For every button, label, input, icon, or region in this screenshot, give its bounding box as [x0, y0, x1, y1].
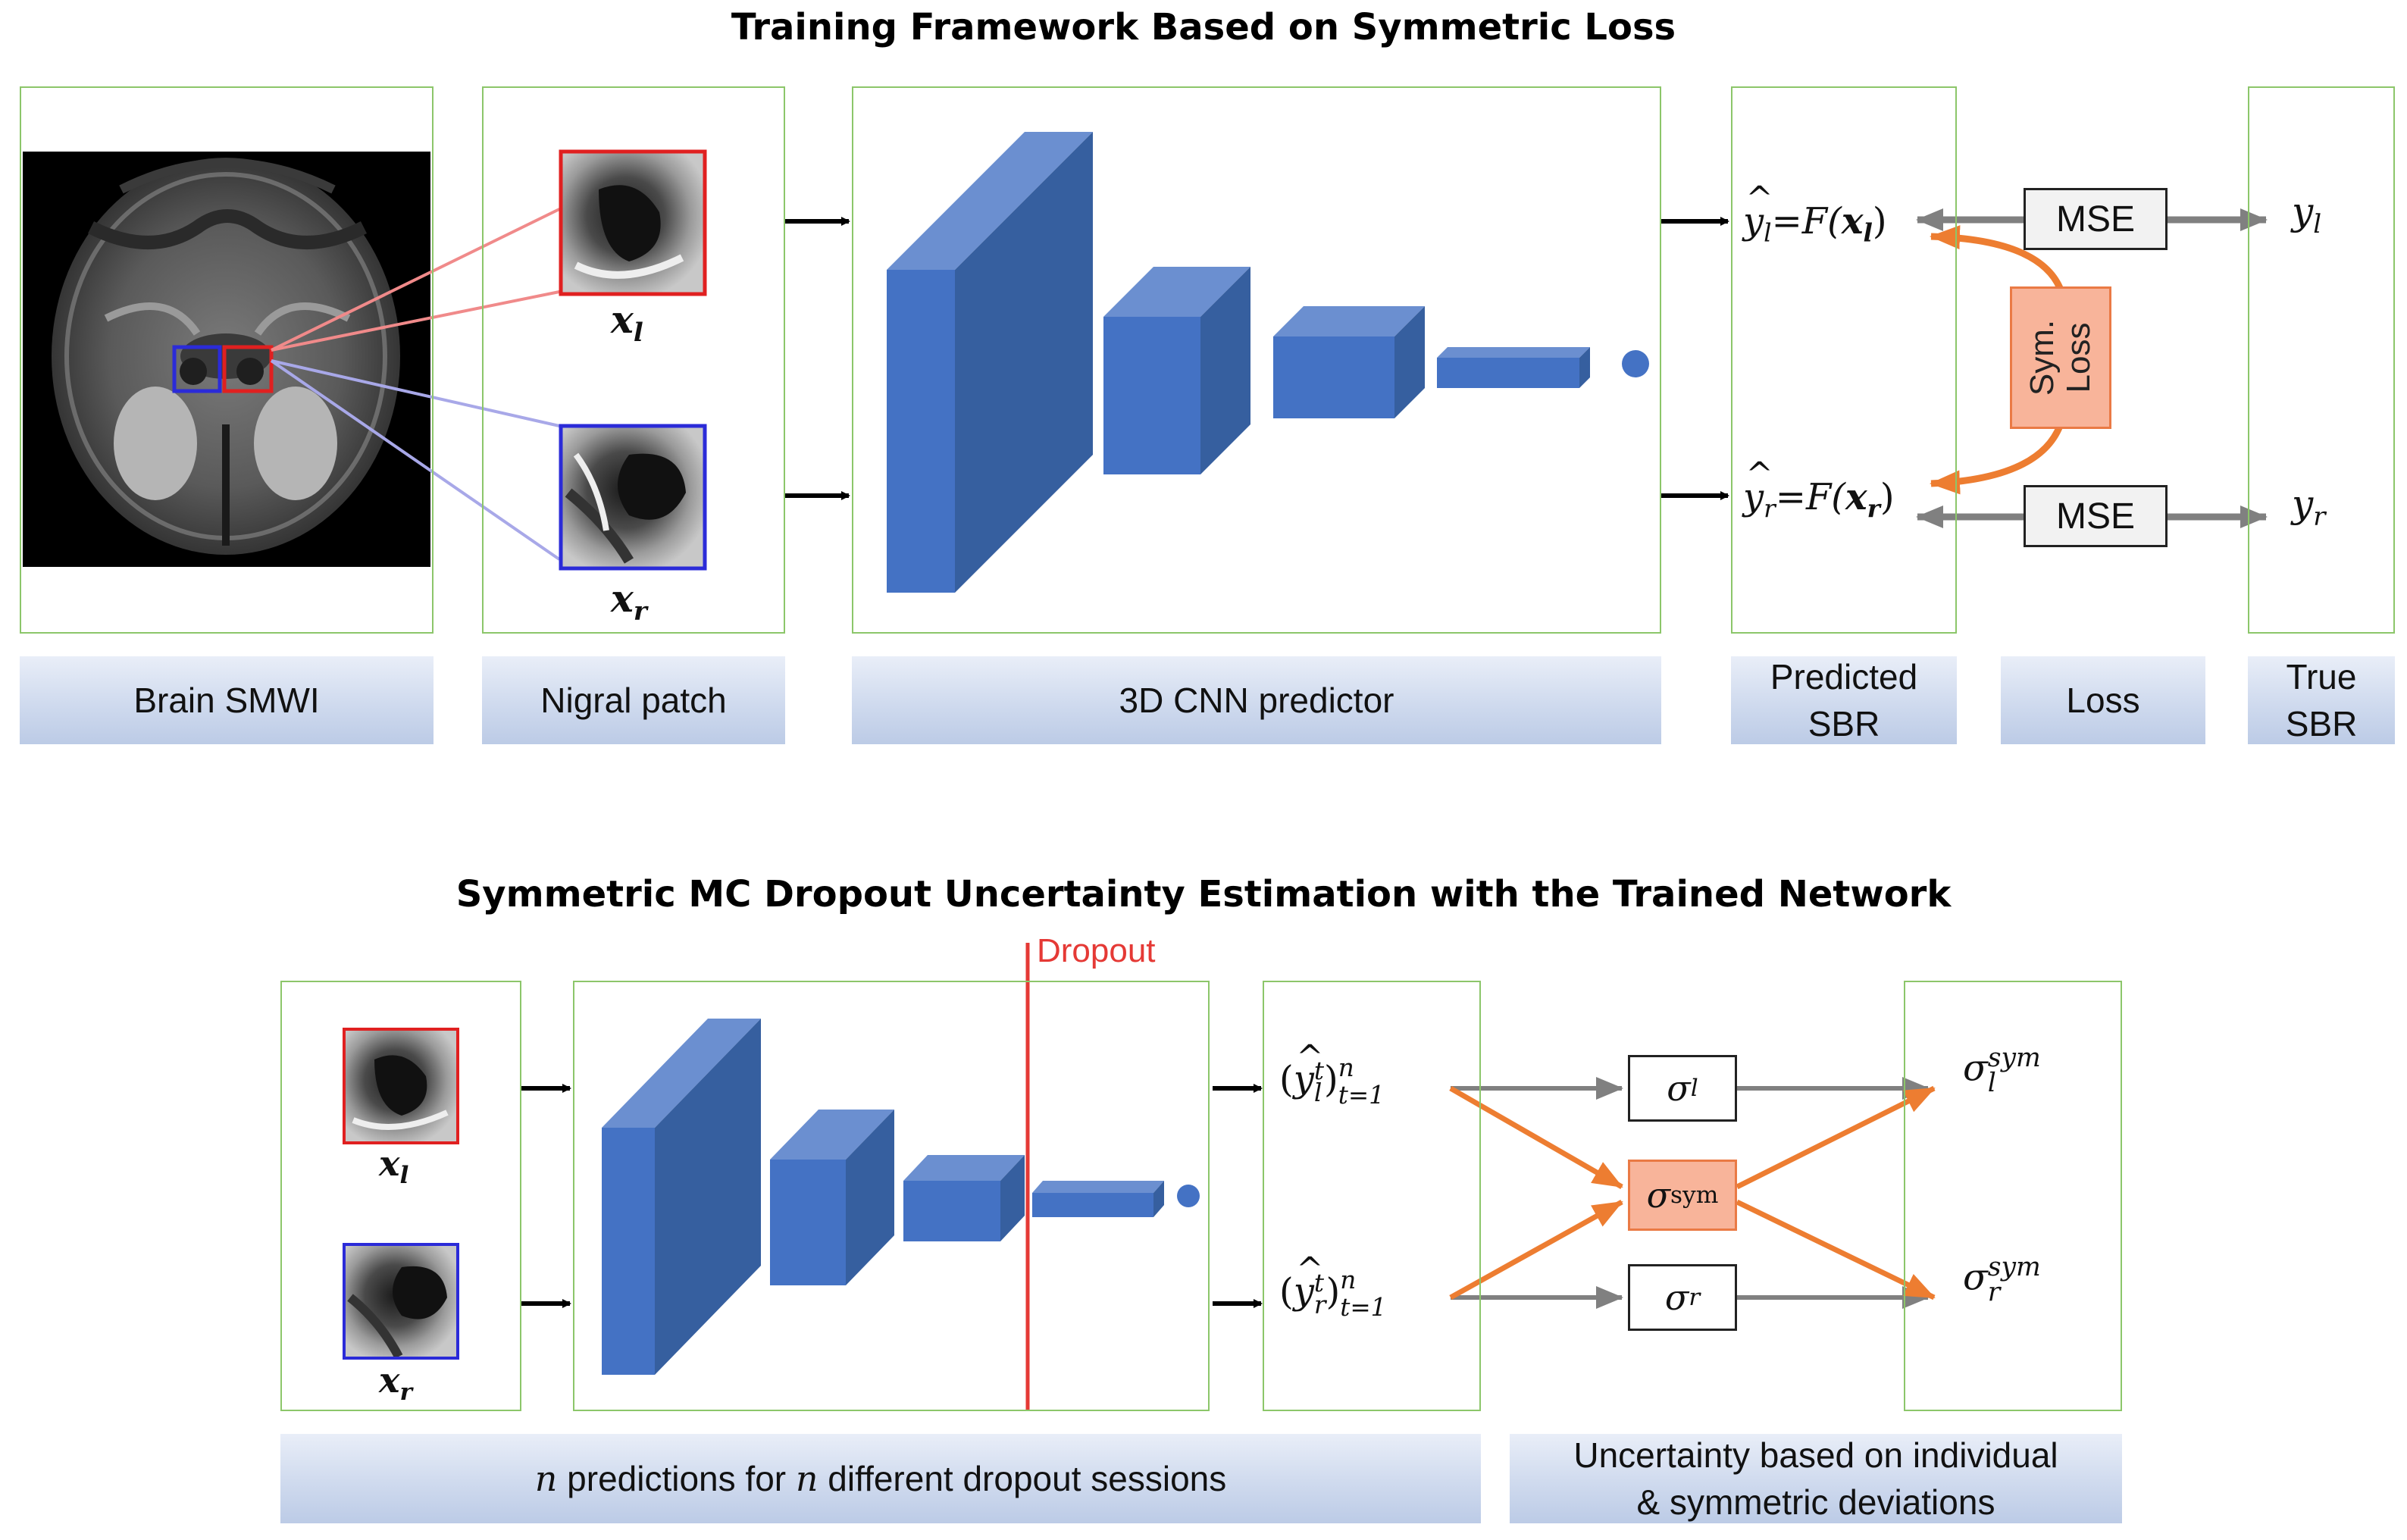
pred-right-formula: yr=F(xr) [1743, 455, 1895, 523]
sym-loss-box: Sym.Loss [2010, 286, 2111, 429]
patch-left-label-bottom: xl [379, 1143, 409, 1189]
patch-right-label-bottom: xr [379, 1360, 412, 1406]
sym-loss-line2: Loss [2060, 322, 2097, 393]
bottom-predictions-panel [1263, 981, 1481, 1411]
nigral-panel [482, 86, 785, 634]
patch-left-label-top: xl [611, 297, 643, 348]
top-title: Training Framework Based on Symmetric Lo… [731, 6, 1676, 49]
brain-panel [20, 86, 434, 634]
bottom-cnn-panel [573, 981, 1210, 1411]
sequence-left: (ytl)nt=1 [1279, 1038, 1385, 1110]
label-nigral-patch: Nigral patch [482, 656, 785, 744]
label-cnn-predictor: 3D CNN predictor [852, 656, 1661, 744]
label-brain-smwi: Brain SMWI [20, 656, 434, 744]
true-left-label: yl [2292, 189, 2322, 239]
mse-bottom-box: MSE [2024, 485, 2168, 547]
cnn-bottom-block-2 [770, 1110, 894, 1285]
bottom-uncertainty-panel [1904, 981, 2122, 1411]
dropout-label: Dropout [1037, 932, 1156, 969]
cnn-panel [852, 86, 1661, 634]
label-uncertainty: Uncertainty based on individual & symmet… [1510, 1434, 2122, 1523]
label-predicted-sbr: Predicted SBR [1731, 656, 1957, 744]
mse-top-box: MSE [2024, 188, 2168, 250]
patch-right-bottom-image [343, 1243, 459, 1360]
label-true-line2: SBR [2285, 704, 2358, 743]
cnn-top-block-4 [1437, 347, 1590, 388]
label-loss: Loss [2001, 656, 2205, 744]
cnn-top-block-2 [1103, 267, 1250, 474]
bottom-patch-panel [280, 981, 521, 1411]
brain-scan-image [23, 152, 430, 567]
patch-left-top-image [559, 149, 707, 296]
label-predicted-line1: Predicted [1770, 657, 1918, 696]
label-uncertainty-line2: & symmetric deviations [1636, 1482, 1995, 1522]
cnn-bottom-block-3 [903, 1155, 1025, 1241]
sym-loss-line1: Sym. [2024, 319, 2061, 396]
label-predictions: n predictions for n different dropout se… [280, 1434, 1481, 1523]
label-true-sbr: True SBR [2248, 656, 2395, 744]
cnn-bottom-block-1 [602, 1019, 761, 1375]
cnn-top-output-node [1622, 350, 1649, 377]
cnn-top-block-1 [887, 132, 1093, 593]
sequence-right: (ytr)nt=1 [1279, 1250, 1386, 1322]
cnn-bottom-block-4 [1032, 1181, 1164, 1217]
predicted-sbr-panel [1731, 86, 1957, 634]
patch-right-label-top: xr [611, 576, 647, 627]
label-uncertainty-line1: Uncertainty based on individual [1573, 1435, 2058, 1475]
label-predicted-line2: SBR [1808, 704, 1880, 743]
cnn-top-block-3 [1273, 306, 1425, 418]
patch-right-top-image [559, 424, 707, 571]
bottom-title: Symmetric MC Dropout Uncertainty Estimat… [455, 873, 1952, 916]
label-true-line1: True [2286, 657, 2357, 696]
pred-left-formula: yl=F(xl) [1743, 180, 1887, 247]
patch-left-bottom-image [343, 1028, 459, 1144]
true-right-label: yr [2292, 482, 2326, 532]
cnn-bottom-output-node [1177, 1185, 1200, 1207]
true-sbr-panel [2248, 86, 2395, 634]
